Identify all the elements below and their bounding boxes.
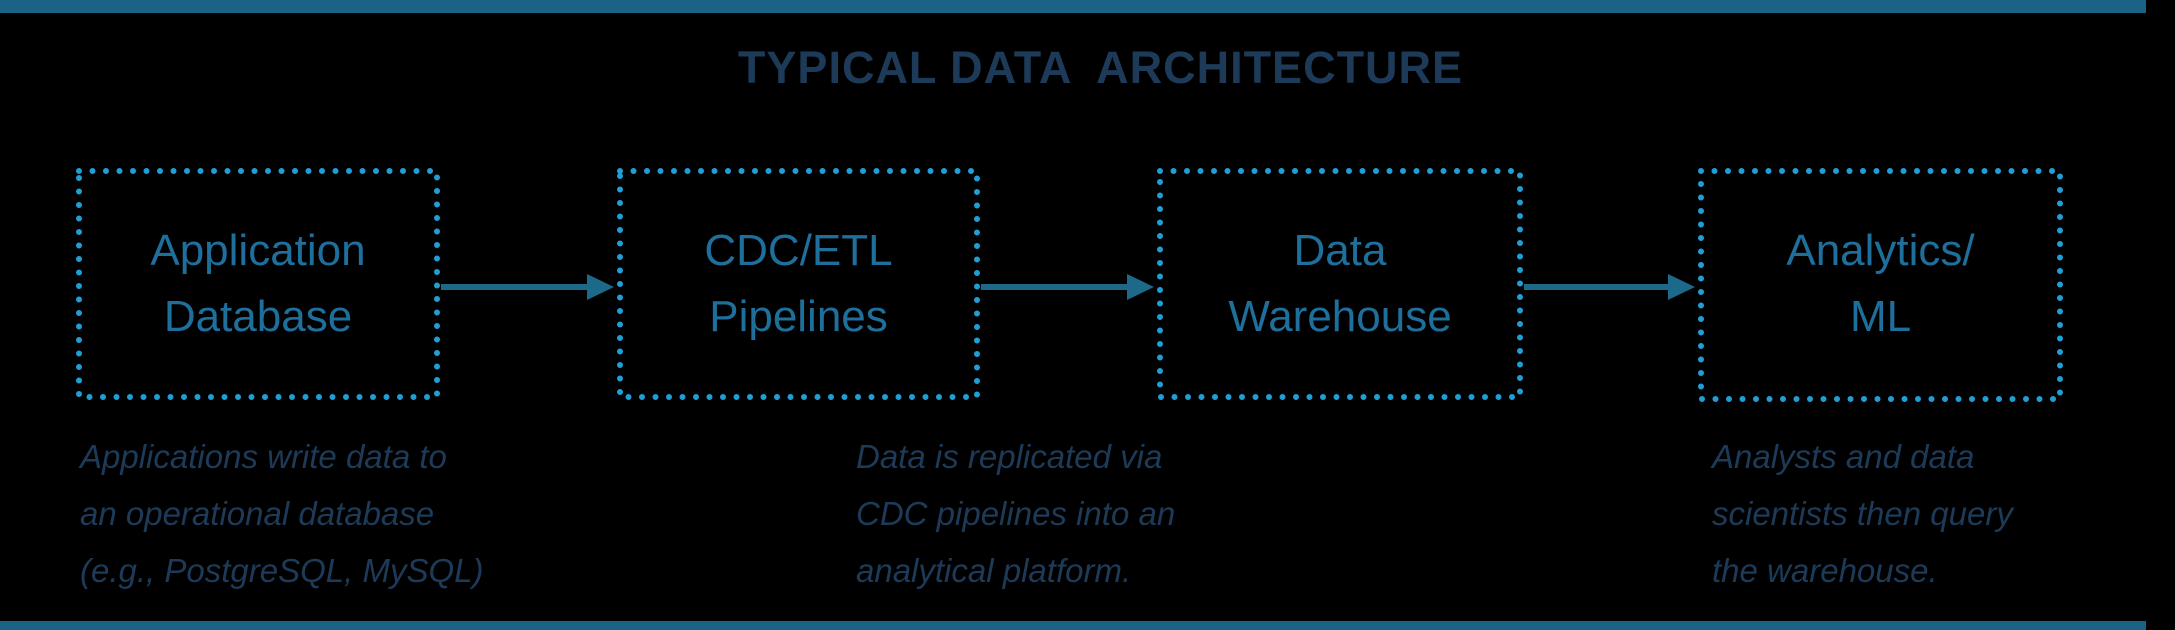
box-cdc-etl-pipelines: CDC/ETL Pipelines xyxy=(617,168,980,400)
caption-analytics: Analysts and data scientists then query … xyxy=(1712,428,2013,599)
caption-line: (e.g., PostgreSQL, MySQL) xyxy=(80,552,484,589)
bottom-accent-bar xyxy=(0,621,2146,630)
box-label-line: Application xyxy=(150,226,366,275)
top-accent-bar xyxy=(0,0,2146,13)
box-data-warehouse: Data Warehouse xyxy=(1157,168,1523,400)
caption-line: the warehouse. xyxy=(1712,552,1938,589)
caption-line: Data is replicated via xyxy=(856,438,1163,475)
caption-line: an operational database xyxy=(80,495,435,532)
caption-cdc-pipelines: Data is replicated via CDC pipelines int… xyxy=(856,428,1175,599)
diagram-title: TYPICAL DATA ARCHITECTURE xyxy=(737,42,1464,93)
box-label-line: Analytics/ xyxy=(1786,226,1975,275)
box-label-line: CDC/ETL xyxy=(704,226,893,275)
arrow-1-head-icon xyxy=(587,274,614,300)
arrow-2-head-icon xyxy=(1127,274,1154,300)
box-data-warehouse-border xyxy=(1157,168,1523,400)
box-application-database: Application Database xyxy=(76,168,440,400)
caption-application-database: Applications write data to an operationa… xyxy=(80,428,483,599)
box-label-line: Warehouse xyxy=(1228,292,1452,341)
box-cdc-etl-pipelines-border xyxy=(617,168,980,400)
box-analytics-ml: Analytics/ ML xyxy=(1698,168,2063,400)
caption-line: scientists then query xyxy=(1712,495,2013,532)
box-label-line: ML xyxy=(1849,292,1912,341)
caption-line: Analysts and data xyxy=(1712,438,1975,475)
arrow-3-head-icon xyxy=(1668,274,1695,300)
caption-line: analytical platform. xyxy=(856,552,1132,589)
box-label-line: Data xyxy=(1293,226,1387,275)
box-application-database-border xyxy=(76,168,440,400)
box-label-line: Database xyxy=(163,292,353,341)
box-label-line: Pipelines xyxy=(709,292,888,341)
caption-line: Applications write data to xyxy=(80,438,447,475)
caption-line: CDC pipelines into an xyxy=(856,495,1176,532)
box-analytics-ml-border xyxy=(1698,168,2063,402)
